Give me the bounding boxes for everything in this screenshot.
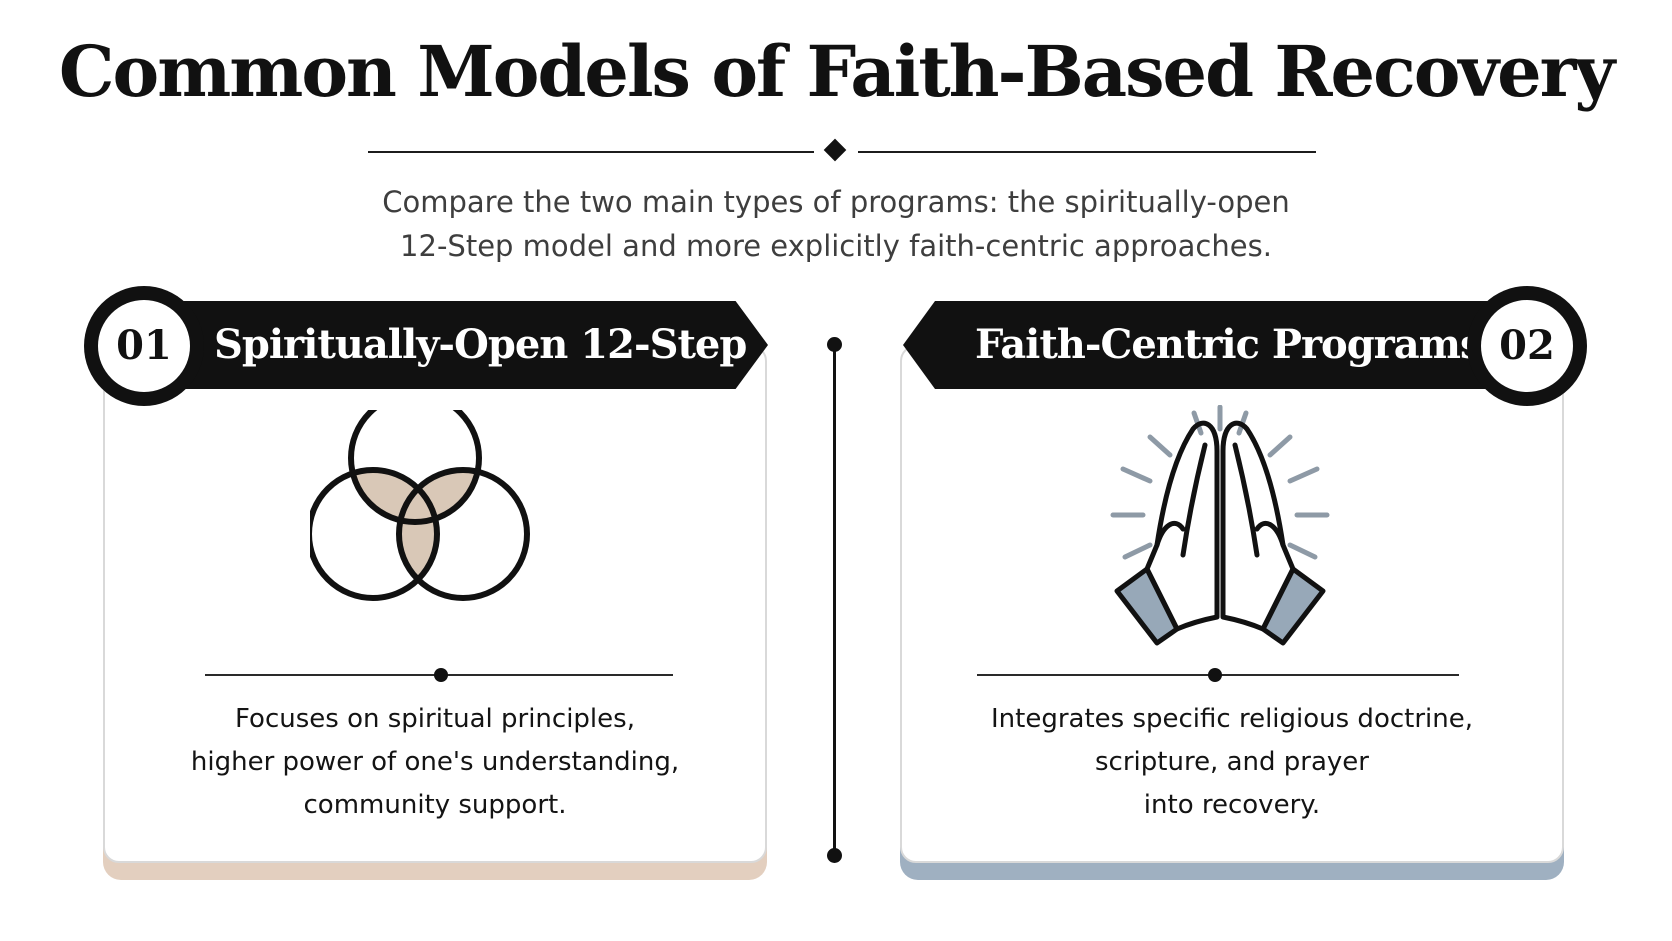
card-description: Focuses on spiritual principles, higher …: [103, 698, 767, 827]
card-divider-dot: [1208, 668, 1222, 682]
description-line: into recovery.: [1143, 790, 1321, 820]
card-divider-dot: [434, 668, 448, 682]
card-twelve-step: [103, 345, 767, 863]
diamond-ornament-icon: [823, 138, 847, 162]
title-divider-right: [858, 151, 1316, 153]
title-divider-left: [368, 151, 814, 153]
connector-dot-top: [827, 337, 842, 352]
card-number-badge: 01: [84, 286, 204, 406]
praying-hands-icon: [1110, 405, 1330, 646]
description-line: Focuses on spiritual principles,: [235, 704, 635, 734]
card-number-badge: 02: [1467, 286, 1587, 406]
card-number: 01: [98, 300, 190, 392]
subtitle-line: Compare the two main types of programs: …: [382, 185, 1290, 219]
description-line: community support.: [303, 790, 567, 820]
card-faith-centric: [900, 345, 1564, 863]
page-title: Common Models of Faith-Based Recovery: [58, 30, 1615, 113]
card-heading: Faith-Centric Programs: [903, 301, 1543, 389]
description-line: scripture, and prayer: [1095, 747, 1369, 777]
subtitle-line: 12-Step model and more explicitly faith-…: [400, 229, 1272, 263]
center-connector: [833, 344, 836, 856]
description-line: Integrates specific religious doctrine,: [990, 704, 1473, 734]
connector-dot-bottom: [827, 848, 842, 863]
venn-diagram-icon: [310, 410, 530, 601]
card-number: 02: [1481, 300, 1573, 392]
card-heading: Spiritually-Open 12-Step: [120, 301, 768, 389]
description-line: higher power of one's understanding,: [190, 747, 680, 777]
page-subtitle: Compare the two main types of programs: …: [0, 180, 1672, 268]
card-description: Integrates specific religious doctrine, …: [900, 698, 1564, 827]
